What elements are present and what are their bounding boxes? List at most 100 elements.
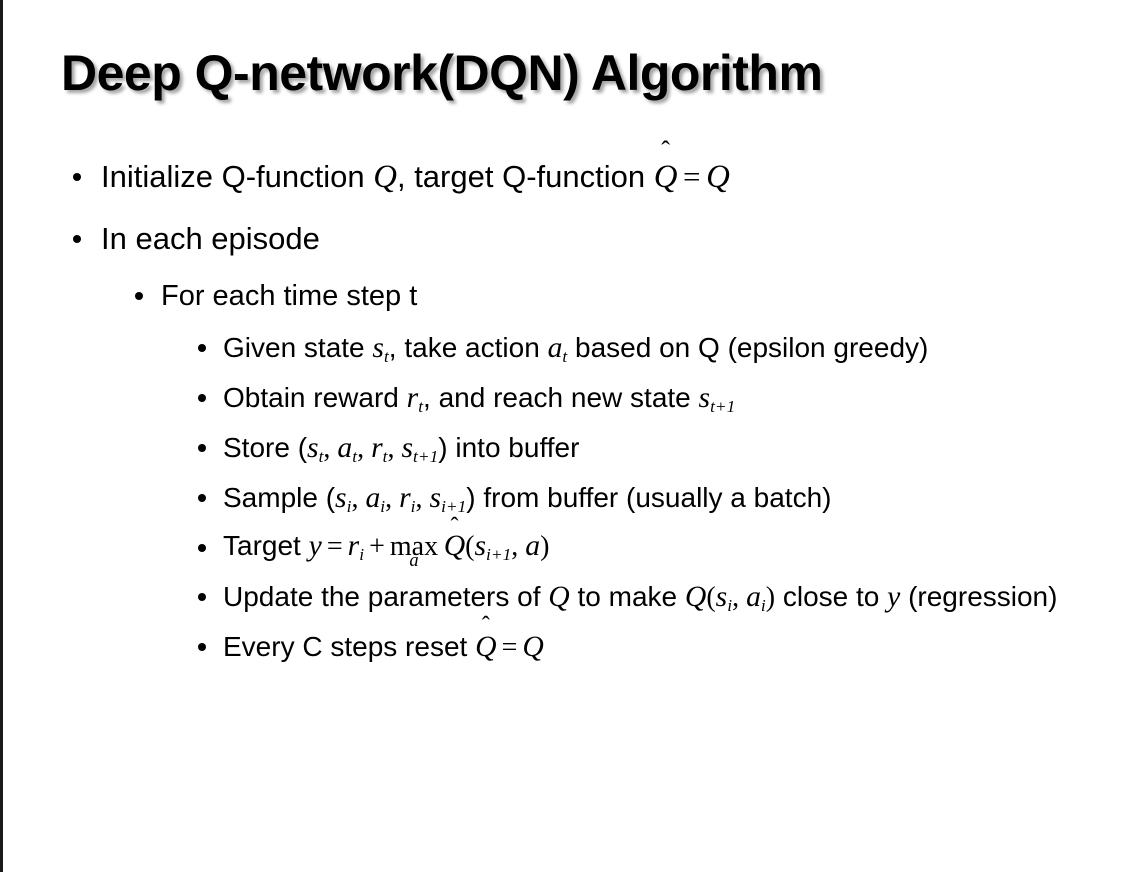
math-var-s: s	[429, 482, 442, 514]
math-subscript-t: t	[562, 346, 568, 366]
math-var-y: y	[887, 581, 901, 613]
math-subscript-t: t	[418, 396, 424, 416]
list-item-text: Store (st, at, rt, st+1) into buffer	[223, 423, 1097, 473]
math-comma: ,	[385, 483, 400, 514]
math-operator-equals: =	[326, 531, 343, 562]
list-item-given-state: Given state st, take action at based on …	[3, 323, 1124, 373]
list-item-text: Sample (si, ai, ri, si+1) from buffer (u…	[223, 473, 1097, 523]
math-var-s-i1: si+1	[474, 530, 512, 564]
text-segment: Every C steps reset	[223, 631, 476, 662]
math-var-s: s	[401, 432, 414, 464]
bullet-dot	[198, 444, 206, 452]
math-var-q-hat: ̂Q	[444, 523, 465, 569]
math-var-r-t: rt	[371, 432, 388, 466]
list-item-text: Given state st, take action at based on …	[223, 323, 1097, 373]
bullet-dot	[198, 494, 206, 502]
math-max-label: max	[389, 531, 439, 562]
math-paren-open: (	[706, 582, 716, 613]
math-var-s: s	[715, 581, 728, 613]
math-operator-plus: +	[369, 531, 385, 562]
math-var-r-i: ri	[348, 530, 364, 563]
math-comma: ,	[351, 483, 366, 514]
list-item-sample: Sample (si, ai, ri, si+1) from buffer (u…	[3, 473, 1124, 523]
math-comma: ,	[387, 433, 402, 464]
math-var-s-t1: st+1	[401, 432, 438, 465]
math-var-a: a	[547, 332, 563, 364]
math-var-r-i: ri	[399, 482, 415, 515]
list-item-in-each-episode: In each episode	[3, 208, 1124, 269]
list-item-text: Initialize Q-function Q, target Q-functi…	[101, 146, 1124, 208]
text-segment: (regression)	[900, 581, 1058, 612]
math-comma: ,	[323, 433, 338, 464]
math-var-q: Q	[373, 159, 397, 195]
math-comma: ,	[415, 483, 430, 514]
math-subscript-t: t	[383, 346, 389, 366]
math-var-a-i: ai	[746, 581, 766, 614]
math-var-s-t1: st+1	[698, 382, 736, 415]
math-operator-equals: =	[501, 632, 518, 663]
list-item-obtain-reward: Obtain reward rt, and reach new state st…	[3, 373, 1124, 423]
math-var-s: s	[698, 382, 711, 414]
list-item-initialize: Initialize Q-function Q, target Q-functi…	[3, 146, 1124, 208]
bullet-dot	[198, 544, 206, 552]
math-var-s: s	[307, 432, 319, 464]
math-var-s-t: st	[307, 432, 323, 465]
bullet-dot	[198, 643, 206, 651]
math-var-s-i: si	[335, 482, 352, 516]
text-segment: to make	[569, 581, 685, 612]
bullet-dot	[73, 173, 81, 181]
list-item-text: For each time step t	[161, 280, 418, 312]
math-subscript-i: i	[380, 496, 386, 516]
math-var-a: a	[365, 482, 381, 514]
math-paren-close: )	[540, 531, 550, 562]
bullet-dot	[73, 235, 81, 243]
list-item-text: Every C steps reset ̂Q=Q	[223, 622, 1097, 672]
text-segment: Update the parameters of	[223, 581, 549, 612]
math-var-a-i: ai	[365, 482, 386, 516]
list-item-for-each-time-step: For each time step t	[3, 269, 1124, 323]
page-title: Deep Q-network(DQN) Algorithm	[61, 45, 823, 101]
math-subscript-i: i	[346, 496, 352, 516]
text-segment: ) into buffer	[438, 432, 580, 463]
math-paren-open: (	[465, 531, 475, 562]
math-var-a: a	[337, 432, 353, 464]
math-comma: ,	[511, 531, 526, 562]
math-operator-equals: =	[683, 159, 701, 194]
math-var-a-t: at	[337, 432, 357, 465]
math-var-q: Q	[548, 581, 570, 613]
list-item-every-c-steps: Every C steps reset ̂Q=Q	[3, 622, 1124, 672]
text-segment: based on Q (epsilon greedy)	[567, 332, 929, 363]
list-item-text: Update the parameters of Q to make Q(si,…	[223, 572, 1097, 622]
math-subscript-t: t	[382, 446, 388, 466]
math-var-q-hat: ̂Q	[475, 622, 496, 672]
math-var-q2: Q	[706, 159, 730, 195]
bullet-list: Initialize Q-function Q, target Q-functi…	[3, 146, 1124, 672]
bullet-dot	[198, 344, 206, 352]
text-segment: Initialize Q-function	[101, 159, 374, 194]
text-segment: Given state	[223, 332, 373, 363]
text-segment: Obtain reward	[223, 382, 407, 413]
math-var-a-t: at	[547, 332, 568, 366]
math-var-s-i: si	[715, 581, 732, 614]
math-var-s: s	[372, 332, 384, 364]
math-var-q-base: Q	[475, 631, 497, 663]
math-var-r-t: rt	[407, 382, 424, 416]
math-var-q-hat: ̂Q	[654, 146, 678, 208]
math-max-subscript-a: a	[409, 549, 419, 570]
math-paren-close: )	[765, 582, 776, 613]
math-var-r: r	[371, 432, 383, 464]
list-item-text: Obtain reward rt, and reach new state st…	[223, 373, 1097, 423]
bullet-dot	[198, 593, 206, 601]
list-item-update-parameters: Update the parameters of Q to make Q(si,…	[3, 572, 1124, 622]
math-subscript-i-plus-1: i+1	[441, 496, 467, 516]
text-segment: Sample (	[223, 482, 336, 513]
math-var-q2: Q	[684, 581, 707, 613]
math-subscript-i-plus-1: i+1	[486, 544, 512, 564]
math-var-s-t: st	[372, 332, 389, 366]
list-item-store: Store (st, at, rt, st+1) into buffer	[3, 423, 1124, 473]
math-var-a: a	[525, 530, 541, 562]
text-segment: Target	[223, 530, 309, 561]
